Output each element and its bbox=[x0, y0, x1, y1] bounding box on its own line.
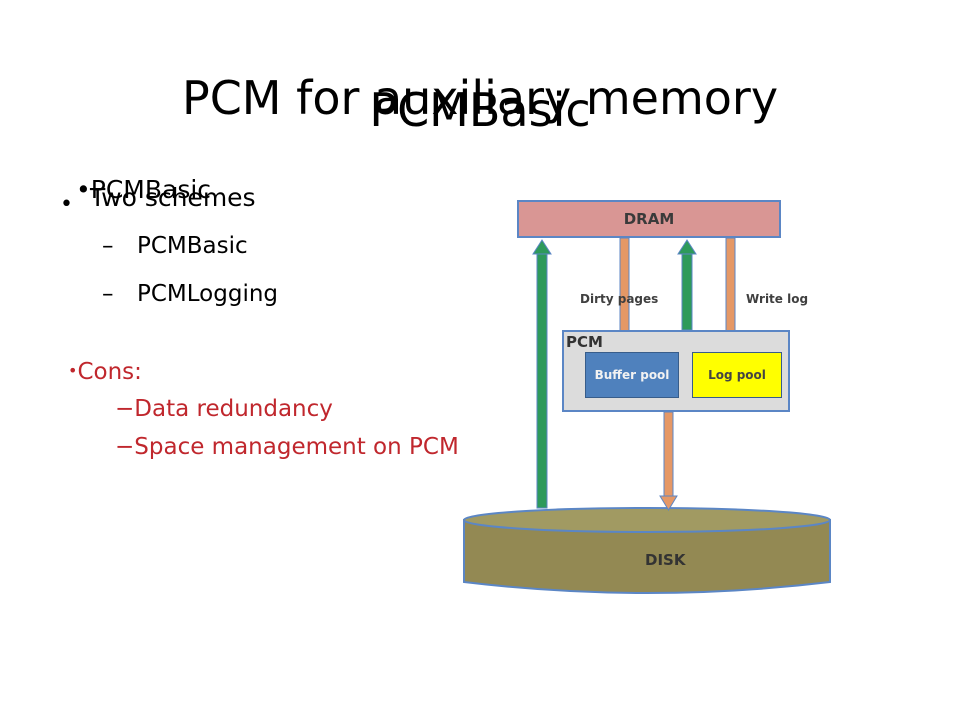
sub-bullet-1: PCMBasic bbox=[137, 233, 248, 259]
disk-body bbox=[463, 519, 831, 594]
sub-bullet-dash-2: – bbox=[102, 281, 114, 307]
dirty-pages-label: Dirty pages bbox=[580, 292, 659, 306]
sub-bullet-dash-1: – bbox=[102, 233, 114, 259]
bullet-dot-inline: • bbox=[76, 175, 91, 204]
green-arrow-pcm-to-dram bbox=[677, 239, 697, 331]
bullet-overlay-a-text: PCMBasic bbox=[90, 175, 212, 204]
cons-label-text: Cons: bbox=[77, 359, 142, 385]
orange-arrow-shaft-disk bbox=[663, 411, 674, 499]
orange-arrow-head-disk bbox=[659, 495, 678, 511]
cons-bullet-dot: • bbox=[68, 361, 78, 380]
bullet-overlay-b: Two schemes bbox=[90, 183, 256, 212]
disk-cylinder bbox=[463, 507, 831, 594]
disk-top bbox=[463, 507, 831, 533]
bullet-dot: • bbox=[60, 192, 73, 217]
green-arrow-head-left bbox=[532, 239, 552, 255]
cons-item-1: −Data redundancy bbox=[115, 396, 333, 422]
dram-box: DRAM bbox=[517, 200, 781, 238]
green-arrow-disk-to-dram bbox=[532, 239, 552, 509]
sub-bullet-2: PCMLogging bbox=[137, 281, 279, 307]
orange-arrow-shaft-log bbox=[725, 237, 736, 341]
orange-arrow-shaft-dirty bbox=[619, 237, 630, 341]
green-arrow-shaft-mid bbox=[681, 251, 693, 331]
slide-title-front: PCMBasic bbox=[369, 83, 591, 137]
pcm-label: PCM bbox=[566, 333, 603, 351]
bullet-overlay-a: •PCMBasic bbox=[76, 175, 211, 205]
log-pool-box: Log pool bbox=[692, 352, 782, 398]
green-arrow-shaft-left bbox=[536, 251, 548, 509]
orange-arrow-pcm-to-disk bbox=[659, 411, 678, 511]
cons-item-2: −Space management on PCM bbox=[115, 434, 459, 460]
buffer-pool-box: Buffer pool bbox=[585, 352, 679, 398]
write-log-label: Write log bbox=[746, 292, 809, 306]
slide-title-back: PCM for auxiliary memory bbox=[181, 71, 779, 125]
disk-label: DISK bbox=[645, 551, 686, 569]
green-arrow-head-mid bbox=[677, 239, 697, 255]
cons-label: •Cons: bbox=[68, 357, 142, 386]
